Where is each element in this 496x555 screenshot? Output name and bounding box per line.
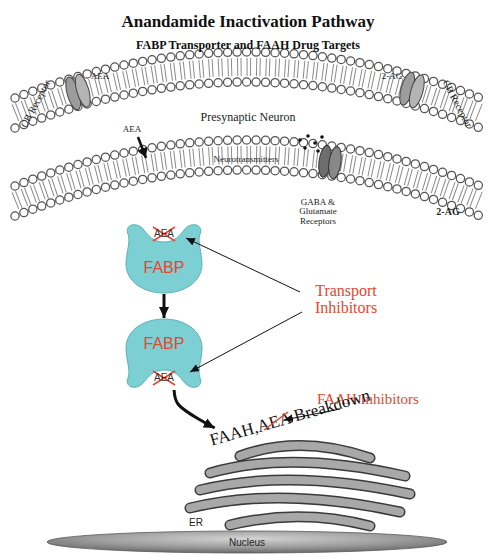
er-cisterna xyxy=(200,480,410,494)
er-cisterna-outline xyxy=(210,462,405,476)
protein-text: FABP xyxy=(144,260,185,277)
fabp-shape xyxy=(126,319,202,387)
er-cisterna xyxy=(240,445,370,458)
receptor-label: GABA & Glutamate Receptors xyxy=(292,198,344,226)
molecule-label: 2-AG xyxy=(382,72,403,81)
protein-text: FABP xyxy=(144,336,185,353)
postsynaptic-membrane xyxy=(15,140,480,216)
neurotransmitter-dots xyxy=(298,134,324,153)
inhibition-cross xyxy=(153,371,175,385)
er-cisterna-outline xyxy=(240,445,370,458)
cb-receptor-symbol xyxy=(63,73,94,112)
inhibition-cross xyxy=(153,227,175,241)
er-cisterna-outline xyxy=(200,480,410,494)
receptor-lobe xyxy=(406,73,427,109)
neurotransmitter-dot xyxy=(303,146,307,150)
er-cisterna xyxy=(230,517,370,526)
neurotransmitter-dot xyxy=(316,149,320,153)
er-cisterna-outline xyxy=(190,498,400,512)
molecule-text: AEA xyxy=(154,373,174,384)
er-cisterna-outline xyxy=(230,517,370,526)
er-cisterna xyxy=(190,498,400,512)
diagram-title: Anandamide Inactivation Pathway xyxy=(121,13,374,31)
neurotransmitter-dot xyxy=(306,134,310,138)
lipid-heads-outline xyxy=(15,170,480,216)
er-organelle: ER xyxy=(170,428,420,533)
lipid-heads xyxy=(15,140,480,186)
molecule-label: AEA xyxy=(91,72,110,81)
inhibition-cross xyxy=(153,227,175,241)
neurotransmitter-dot xyxy=(298,138,302,142)
molecule-label: 2-AG xyxy=(436,207,459,218)
uptake-arrow xyxy=(138,137,146,158)
receptor-lobe xyxy=(327,146,343,179)
flow-arrow xyxy=(174,390,215,428)
nucleus-shape xyxy=(47,531,447,553)
molecule-label: AEA xyxy=(123,125,142,134)
flow-arrow xyxy=(163,294,166,318)
fabp-shape xyxy=(126,225,202,293)
neurotransmitter-dot xyxy=(320,135,324,139)
organelle-text: Nucleus xyxy=(229,538,265,549)
nucleus-organelle: Nucleus xyxy=(45,530,450,554)
process-label: FAAH,AEA Breakdown xyxy=(208,387,372,450)
subtitle-text: FABP Transporter and FAAH Drug Targets xyxy=(136,39,360,52)
drug-target-label: Transport Inhibitors xyxy=(301,283,391,317)
node-outline xyxy=(170,428,420,533)
molecule-label: Neurotransmitters xyxy=(214,155,279,164)
er-cisterna xyxy=(210,462,405,476)
molecule-text: AEA xyxy=(154,229,174,240)
gaba-receptor-symbol xyxy=(317,145,343,180)
inhibition-cross xyxy=(153,371,175,385)
inhibitor-leader xyxy=(190,312,302,372)
fabp-transporter: FABP AEA xyxy=(122,318,206,390)
organelle-text: ER xyxy=(189,518,203,529)
receptor-lobe xyxy=(72,73,93,109)
presynaptic-membrane xyxy=(15,52,480,128)
inhibitor-leader xyxy=(186,238,300,292)
neurotransmitter-dot xyxy=(313,141,317,145)
lipid-heads-outline xyxy=(15,140,480,186)
fabp-transporter: AEA FABP xyxy=(122,222,206,294)
region-label: Presynaptic Neuron xyxy=(201,111,296,124)
lipid-heads xyxy=(15,170,480,216)
